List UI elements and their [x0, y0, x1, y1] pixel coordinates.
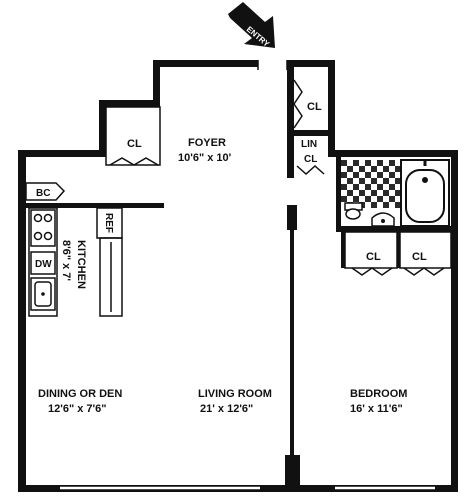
entry-arrow-icon: ENTRY — [228, 2, 275, 49]
hall-closet: CL — [293, 79, 322, 129]
floor-tile — [395, 178, 401, 184]
floor-tile — [389, 172, 395, 178]
living-dims: 21' x 12'6" — [200, 403, 253, 415]
floor-tile — [377, 196, 383, 202]
floor-tile — [341, 196, 347, 202]
bc-unit: BC — [25, 182, 66, 201]
floor-tile — [353, 172, 359, 178]
kitchen-name: KITCHEN — [75, 240, 87, 289]
floor-tile — [347, 190, 353, 196]
linen-closet: LIN CL — [296, 139, 325, 176]
floor-tile — [389, 160, 395, 166]
floor-tile — [371, 178, 377, 184]
bedroom-closet-1: CL — [344, 231, 398, 276]
bathtub-icon — [400, 159, 450, 227]
foyer-closet-label: CL — [127, 138, 142, 150]
floor-tile — [341, 160, 347, 166]
floor-tile — [353, 196, 359, 202]
floor-tile — [377, 160, 383, 166]
windows — [60, 485, 435, 491]
refrigerator: REF — [96, 207, 123, 317]
floor-tile — [395, 190, 401, 196]
floor-tile — [365, 196, 371, 202]
floor-tile — [395, 166, 401, 172]
bathroom — [341, 159, 450, 227]
floor-tile — [365, 172, 371, 178]
refrigerator-label: REF — [103, 213, 114, 233]
floor-tile — [371, 166, 377, 172]
floor-tile — [353, 160, 359, 166]
kitchen-dims: 8'6" x 7' — [60, 240, 72, 281]
bedroom-closet-2-label: CL — [412, 251, 427, 263]
bedroom-closet-2: CL — [399, 231, 452, 276]
floor-tile — [341, 184, 347, 190]
floor-tile — [341, 172, 347, 178]
floor-tile — [383, 202, 389, 208]
floor-tile — [359, 178, 365, 184]
floor-tile — [377, 172, 383, 178]
room-labels: FOYER 10'6" x 10' DINING OR DEN 12'6" x … — [38, 137, 407, 415]
toilet-icon — [344, 202, 363, 220]
floor-tile — [383, 178, 389, 184]
stove-icon — [30, 209, 56, 247]
floor-tile — [371, 202, 377, 208]
dishwasher-label: DW — [35, 259, 52, 270]
floor-tile — [365, 160, 371, 166]
kitchen: BC DW REF KITCHEN — [25, 182, 123, 317]
floor-tile — [395, 202, 401, 208]
linen-closet-label-bottom: CL — [304, 154, 317, 165]
floor-tile — [383, 190, 389, 196]
floor-tile — [359, 190, 365, 196]
dining-dims: 12'6" x 7'6" — [48, 403, 106, 415]
living-name: LIVING ROOM — [198, 388, 272, 400]
floor-tile — [347, 178, 353, 184]
hall-closet-label: CL — [307, 101, 322, 113]
linen-closet-label-top: LIN — [301, 139, 317, 150]
foyer-name: FOYER — [188, 137, 226, 149]
floor-tile — [377, 184, 383, 190]
floor-tile — [383, 166, 389, 172]
bedroom-dims: 16' x 11'6" — [350, 403, 403, 415]
floor-tile — [365, 184, 371, 190]
kitchen-sink-icon — [30, 277, 56, 311]
bedroom-closet-1-label: CL — [366, 251, 381, 263]
sink-icon — [371, 212, 395, 227]
bedroom-name: BEDROOM — [350, 388, 407, 400]
floor-tile — [359, 166, 365, 172]
floor-tile — [353, 184, 359, 190]
foyer-dims: 10'6" x 10' — [178, 152, 232, 164]
bc-label: BC — [36, 188, 50, 199]
floor-tile — [389, 184, 395, 190]
floor-tile — [347, 166, 353, 172]
dining-name: DINING OR DEN — [38, 388, 122, 400]
dishwasher: DW — [30, 251, 56, 275]
floor-tile — [371, 190, 377, 196]
foyer-closet: CL — [105, 106, 161, 166]
floor-tile — [389, 196, 395, 202]
